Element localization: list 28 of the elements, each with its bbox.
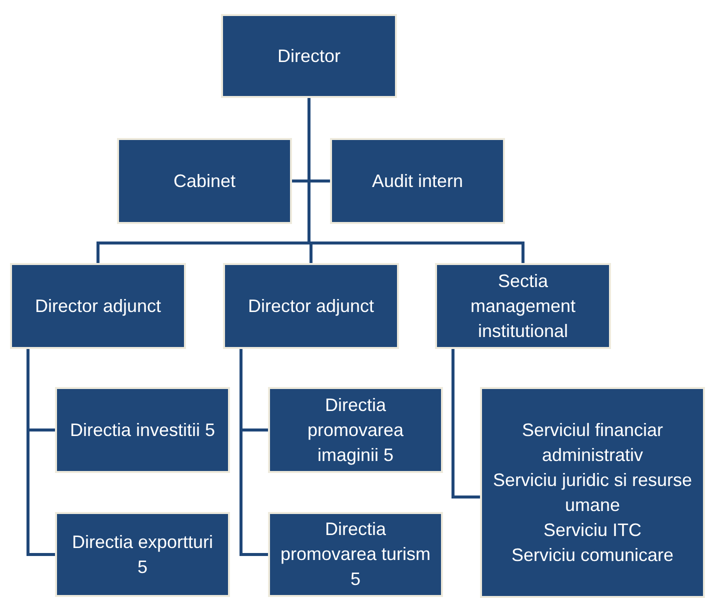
org-box bbox=[480, 387, 705, 598]
box-label: Audit intern bbox=[372, 170, 464, 192]
org-box bbox=[268, 387, 443, 473]
org-box bbox=[117, 138, 292, 224]
box-label: Serviciul financiar administrativ bbox=[520, 418, 664, 466]
connector-line bbox=[240, 349, 268, 556]
box-label: Cabinet bbox=[173, 170, 236, 192]
org-box bbox=[223, 263, 399, 349]
box-label: Directia promovarea imaginii 5 bbox=[306, 394, 405, 467]
box-label: Directia investitii 5 bbox=[70, 418, 216, 442]
box-label: Director bbox=[277, 44, 340, 68]
org-box bbox=[330, 138, 505, 224]
box-label: Serviciu comunicare bbox=[511, 544, 674, 566]
org-box bbox=[55, 387, 230, 473]
box-label: Director adjunct bbox=[248, 294, 374, 318]
org-box bbox=[435, 263, 611, 349]
box-label: Director adjunct bbox=[34, 294, 162, 318]
box-label: Serviciu juridic si resurse umane bbox=[492, 468, 694, 516]
box-label: Sectia management institutional bbox=[469, 270, 577, 342]
box-label: Directia promovarea turism 5 bbox=[279, 518, 432, 591]
connector-line bbox=[452, 349, 480, 498]
box-label: Serviciu ITC bbox=[543, 518, 642, 542]
org-box bbox=[221, 14, 397, 98]
org-box bbox=[268, 512, 443, 597]
org-box bbox=[55, 512, 230, 597]
connector-line bbox=[26, 349, 55, 556]
org-box bbox=[10, 263, 186, 349]
box-label: Directia exportturi 5 bbox=[70, 530, 214, 578]
